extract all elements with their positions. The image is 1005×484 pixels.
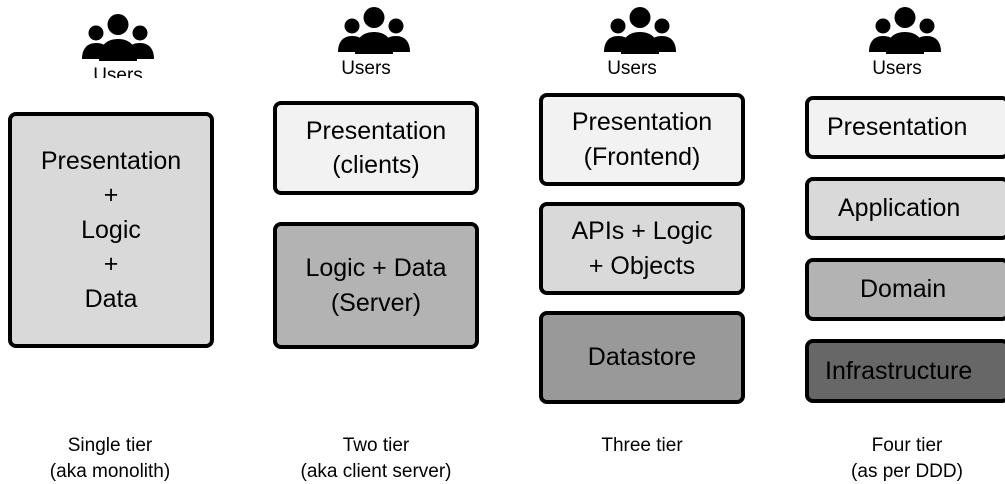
users-label: Users — [872, 58, 922, 79]
datastore-box: Datastore — [539, 311, 745, 404]
domain-box: Domain — [805, 258, 1005, 321]
box-label: Datastore — [587, 343, 697, 372]
box-label: Domain — [860, 275, 947, 304]
box-label: Presentation — [827, 113, 968, 142]
infrastructure-box: Infrastructure — [805, 339, 1005, 403]
users-icon — [603, 5, 677, 61]
single-tier-caption: Single tier (aka monolith) — [49, 435, 171, 482]
box-label: Presentation (Frontend) — [571, 108, 713, 171]
three-tier-caption: Three tier — [601, 435, 683, 456]
users-label: Users — [93, 66, 143, 78]
two-tier-caption: Two tier (aka client server) — [300, 435, 452, 482]
application-box: Application — [805, 177, 1005, 240]
users-icon — [337, 5, 411, 61]
logic-data-server-box: Logic + Data (Server) — [273, 222, 479, 349]
users-icon — [81, 12, 155, 68]
box-label: Infrastructure — [825, 356, 973, 385]
presentation-clients-box: Presentation (clients) — [273, 101, 479, 195]
box-label: Presentation (clients) — [305, 116, 447, 180]
presentation-box: Presentation — [805, 96, 1005, 159]
users-label: Users — [607, 58, 657, 79]
users-icon — [868, 5, 942, 61]
box-label: Presentation + Logic + Data — [40, 146, 182, 313]
presentation-logic-data-box: Presentation + Logic + Data — [8, 112, 214, 348]
users-label: Users — [341, 58, 391, 79]
box-label: APIs + Logic + Objects — [571, 217, 713, 280]
box-label: Application — [838, 194, 961, 223]
apis-logic-objects-box: APIs + Logic + Objects — [539, 202, 745, 295]
four-tier-caption: Four tier (as per DDD) — [851, 435, 963, 482]
presentation-frontend-box: Presentation (Frontend) — [539, 93, 745, 186]
box-label: Logic + Data (Server) — [305, 254, 447, 317]
